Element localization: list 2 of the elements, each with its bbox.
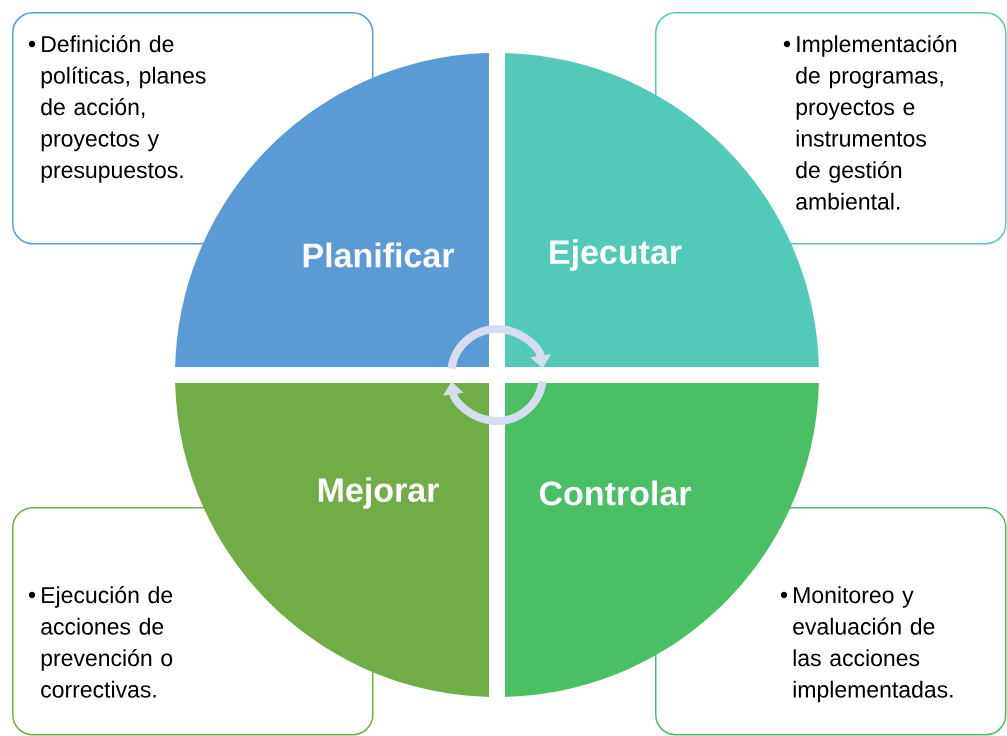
cycle-arrow <box>447 325 552 370</box>
cycle-arrow <box>442 380 547 425</box>
